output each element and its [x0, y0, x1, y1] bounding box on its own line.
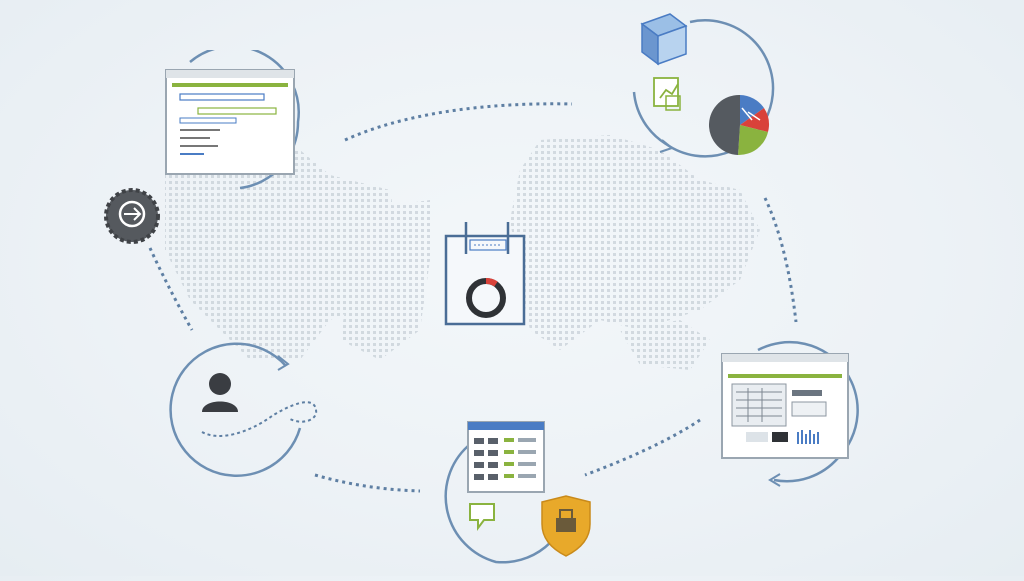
- user-dashed-path: [201, 401, 318, 437]
- user-node: [160, 336, 325, 486]
- document-window-icon: [165, 45, 300, 190]
- shield-icon: [541, 495, 591, 557]
- center-node: [440, 218, 530, 328]
- analytics-ring-arrow: [659, 139, 675, 153]
- user-ring-arrow: [277, 355, 290, 371]
- user-ring: [169, 342, 302, 477]
- spreadsheet-window-node: [428, 412, 598, 576]
- analytics-node: [620, 8, 790, 168]
- connector-bottom: [314, 473, 421, 493]
- clipboard-chart-icon: [653, 77, 681, 111]
- pie-chart-icon: [708, 94, 769, 156]
- report-ring: [757, 340, 859, 483]
- report-window-node: [718, 340, 863, 490]
- connector-left: [148, 247, 194, 331]
- chat-icon: [469, 503, 495, 531]
- document-window-node: [160, 45, 310, 190]
- map-continent-middle: [340, 200, 430, 360]
- badge-node: [104, 188, 160, 244]
- connector-right: [763, 197, 798, 323]
- map-continent-lower-right: [620, 320, 710, 370]
- connector-top: [344, 102, 573, 142]
- central-device-icon: [444, 222, 526, 326]
- map-continent-right: [510, 135, 760, 350]
- map-continent-left: [165, 150, 400, 360]
- report-window-icon: [721, 340, 859, 487]
- gear-badge-icon: [104, 188, 160, 244]
- connector-lower-right: [584, 418, 701, 477]
- cube-icon: [640, 13, 688, 66]
- user-icon: [202, 373, 238, 412]
- spreadsheet-window-icon: [467, 421, 545, 493]
- report-ring-arrow: [768, 473, 781, 487]
